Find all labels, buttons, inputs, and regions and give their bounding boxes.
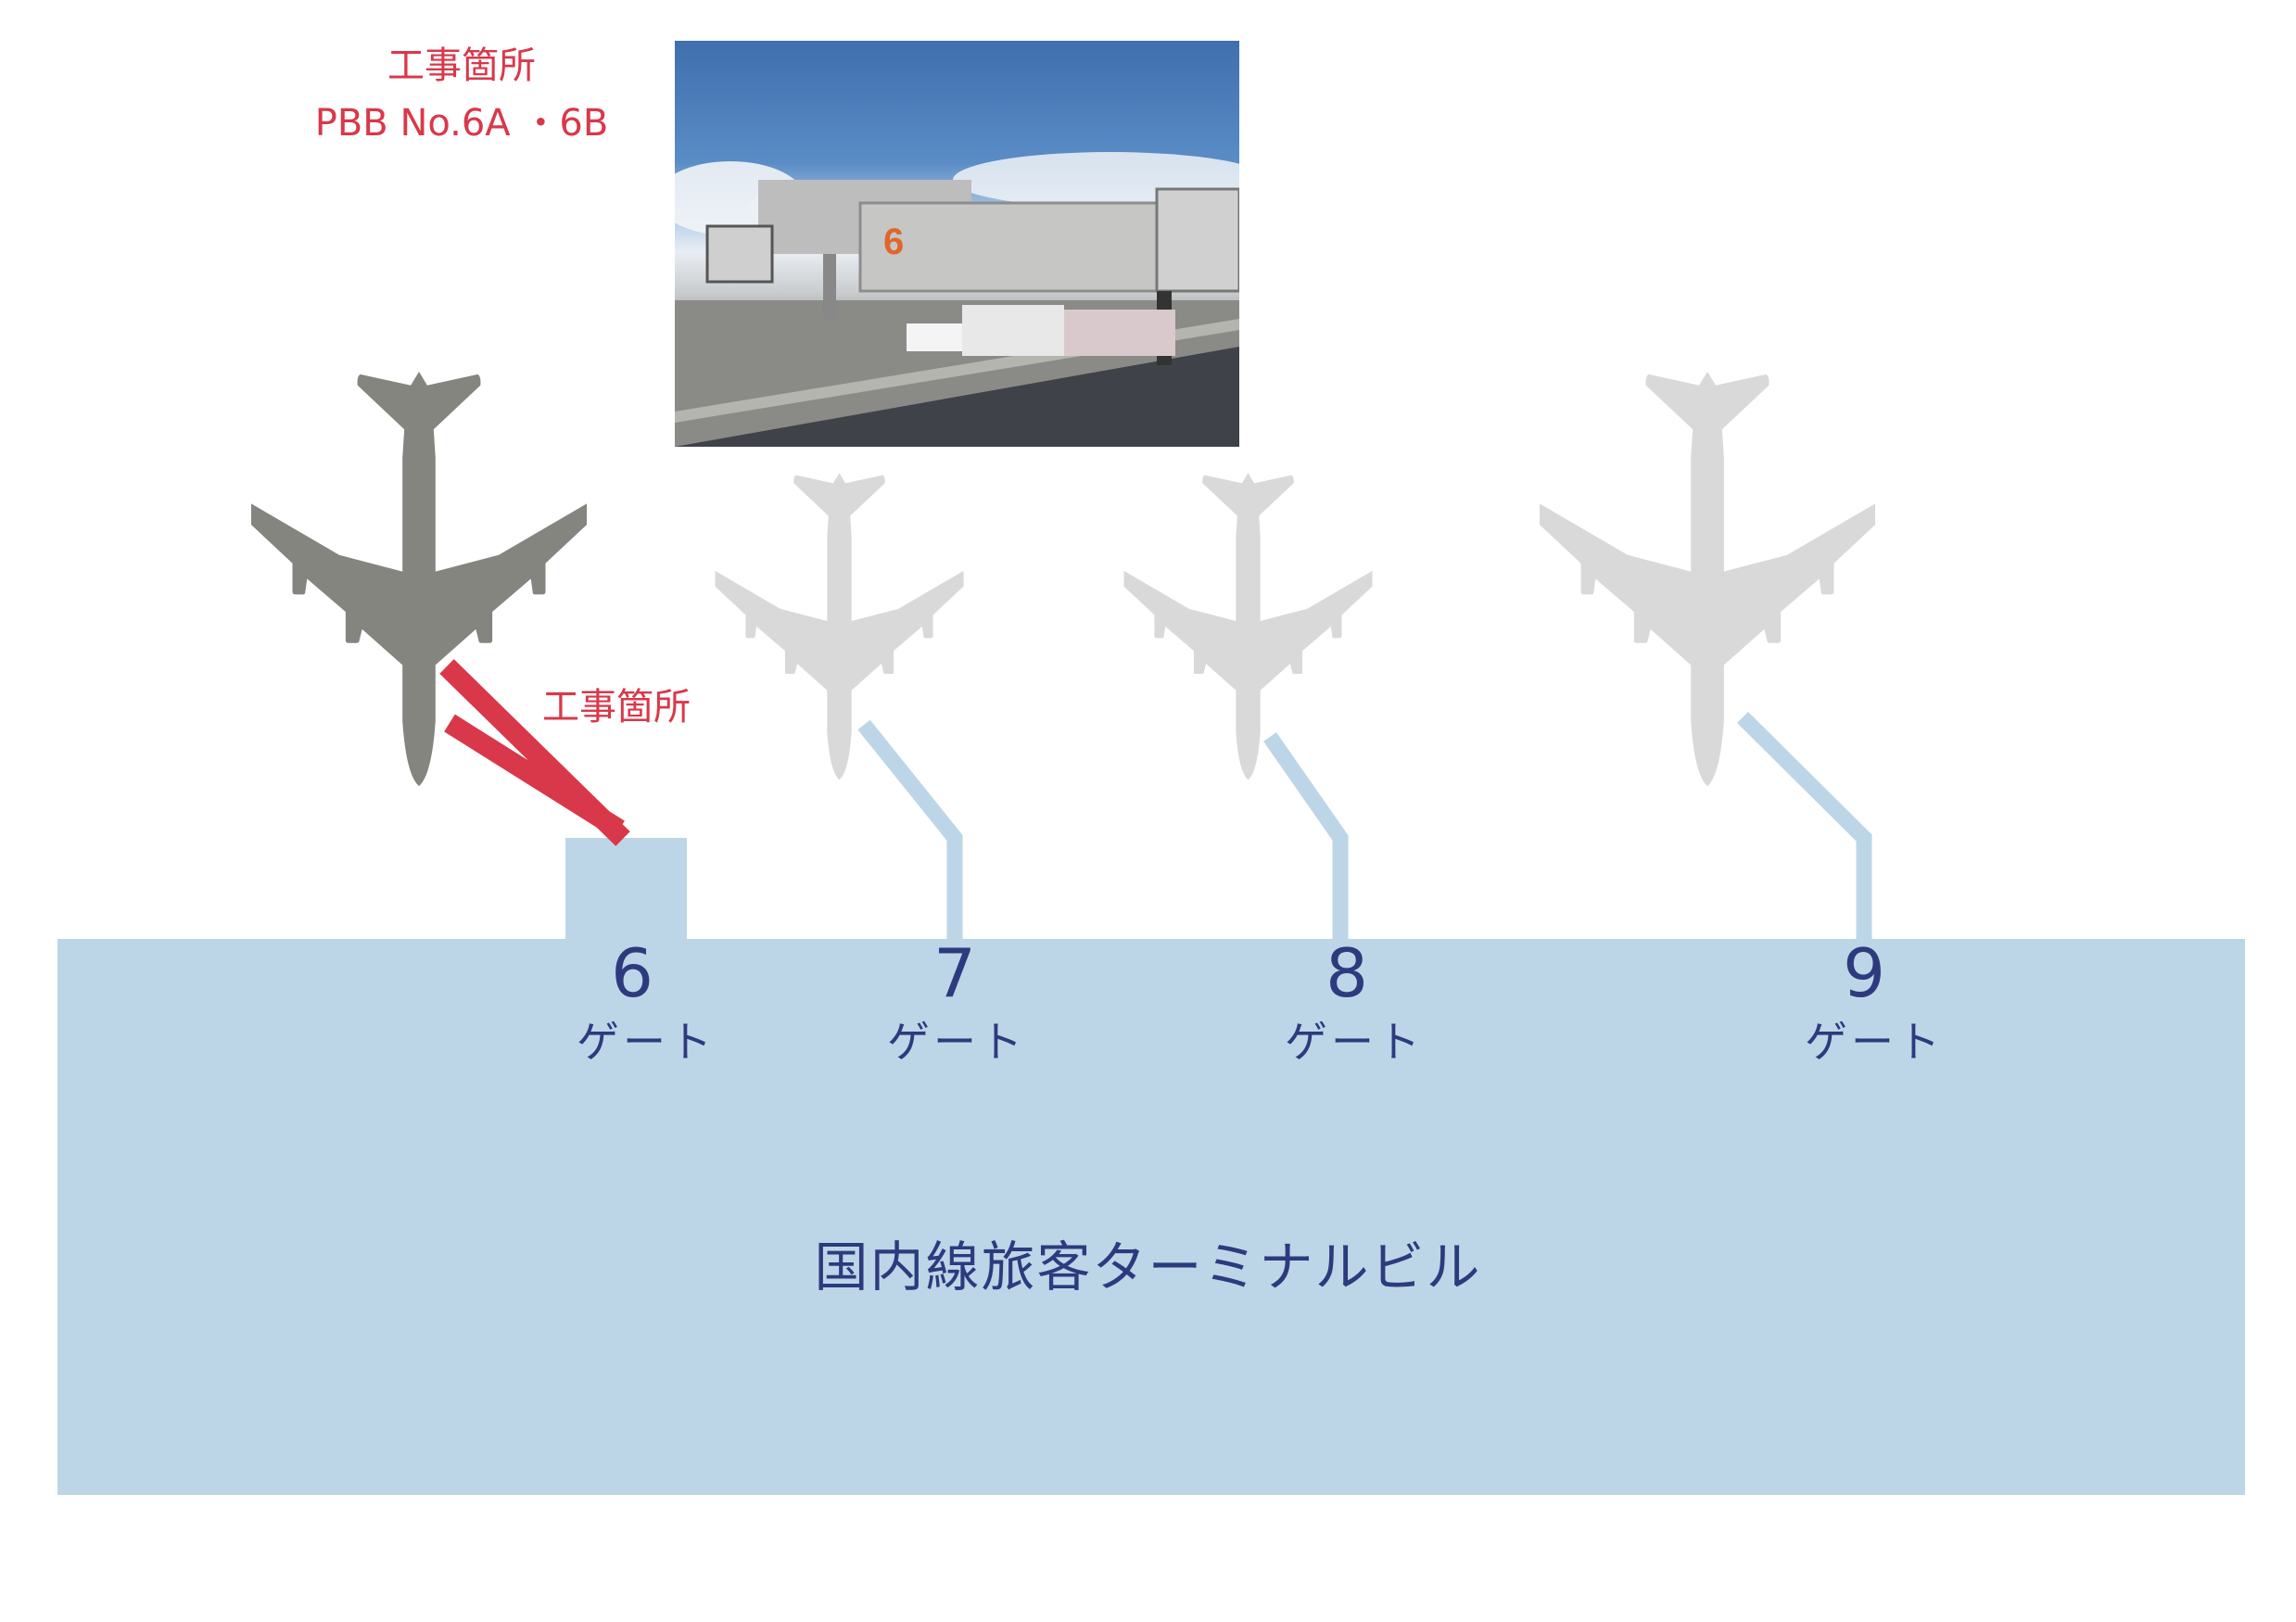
airplane-icon-gate-9 bbox=[1539, 371, 1876, 787]
gate-8-label: ゲート bbox=[1285, 1017, 1424, 1067]
boarding-bridge-photo: 6 bbox=[675, 41, 1239, 447]
photo-illustration: 6 bbox=[675, 152, 1239, 447]
domestic-terminal-building bbox=[57, 939, 2245, 1495]
boarding-bridge-6b-construction bbox=[444, 714, 625, 839]
construction-site-label: 工事箇所 bbox=[542, 686, 691, 729]
gate-7-number: 7 bbox=[933, 934, 976, 1012]
construction-title-text: 工事箇所 bbox=[387, 44, 536, 87]
bridge-number-marking: 6 bbox=[883, 222, 904, 262]
gate-6-number: 6 bbox=[611, 934, 653, 1012]
gate-7-label: ゲート bbox=[887, 1017, 1026, 1067]
airplane-icon-gate-8 bbox=[1123, 473, 1373, 780]
airplane-icon-gate-6 bbox=[250, 371, 588, 787]
boarding-bridge-gate-7 bbox=[857, 719, 963, 939]
boarding-bridge-gate-8 bbox=[1263, 732, 1349, 939]
gate-9-number: 9 bbox=[1843, 934, 1885, 1012]
airplane-icon-gate-7 bbox=[715, 473, 964, 780]
gate-6-label: ゲート bbox=[577, 1017, 716, 1067]
pbb-number-text: PBB No.6A ・6B bbox=[314, 102, 609, 145]
gate-8-number: 8 bbox=[1326, 934, 1368, 1012]
construction-site-title: 工事箇所 PBB No.6A ・6B bbox=[276, 37, 647, 152]
gate-6-building bbox=[565, 838, 687, 940]
boarding-bridge-gate-9 bbox=[1737, 711, 1872, 939]
gate-9-label: ゲート bbox=[1805, 1017, 1944, 1067]
terminal-building-label: 国内線旅客ターミナルビル bbox=[814, 1236, 1482, 1299]
